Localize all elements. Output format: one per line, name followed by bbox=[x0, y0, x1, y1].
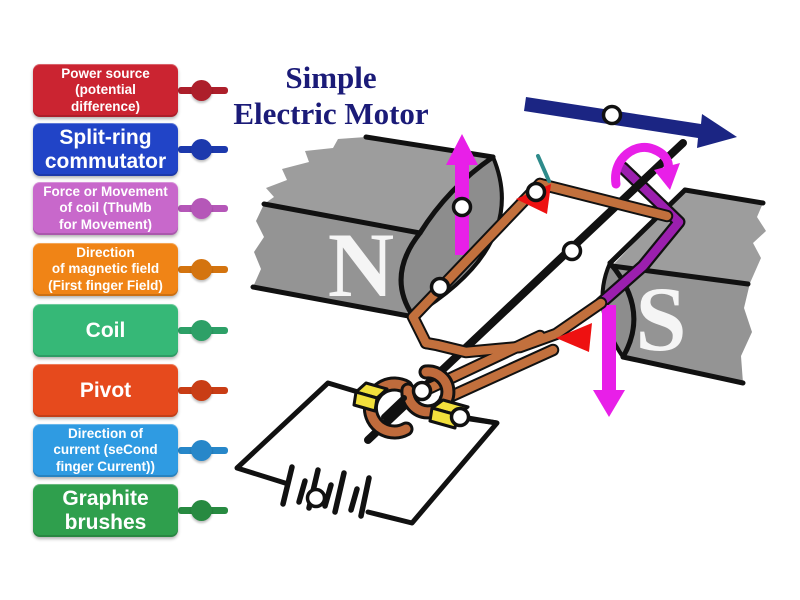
force-arrow-down bbox=[593, 305, 625, 417]
drop-point-force-or-movement[interactable] bbox=[451, 196, 473, 218]
drop-point-magnetic-field[interactable] bbox=[601, 104, 623, 126]
label-power-source[interactable]: Power source (potential difference) bbox=[33, 64, 228, 117]
label-button[interactable]: Power source (potential difference) bbox=[33, 64, 178, 117]
south-magnet-front-face bbox=[610, 263, 752, 383]
label-button[interactable]: Coil bbox=[33, 304, 178, 357]
label-button[interactable]: Split-ring commutator bbox=[33, 123, 178, 176]
north-magnet-letter: N bbox=[328, 214, 394, 316]
drop-point-coil[interactable] bbox=[429, 276, 451, 298]
label-connector-dot[interactable] bbox=[191, 500, 212, 521]
drop-point-power-source[interactable] bbox=[305, 487, 327, 509]
north-magnet-front-face bbox=[253, 204, 420, 316]
label-connector-dot[interactable] bbox=[191, 259, 212, 280]
label-button[interactable]: Direction of magnetic field (First finge… bbox=[33, 243, 178, 296]
rotation-arrow bbox=[611, 143, 680, 190]
label-connector-dot[interactable] bbox=[191, 198, 212, 219]
label-connector-dot[interactable] bbox=[191, 320, 212, 341]
north-magnet: N bbox=[250, 134, 504, 320]
label-button[interactable]: Pivot bbox=[33, 364, 178, 417]
drop-points bbox=[305, 104, 623, 509]
label-button[interactable]: Graphite brushes bbox=[33, 484, 178, 537]
label-current-direction[interactable]: Direction of current (seCond finger Curr… bbox=[33, 424, 228, 477]
label-coil[interactable]: Coil bbox=[33, 304, 228, 357]
label-connector-dot[interactable] bbox=[191, 380, 212, 401]
drop-point-split-ring-commutator[interactable] bbox=[411, 380, 433, 402]
south-magnet-letter: S bbox=[635, 268, 686, 370]
label-connector-dot[interactable] bbox=[191, 139, 212, 160]
label-connector-dot[interactable] bbox=[191, 440, 212, 461]
north-magnet-pole-face bbox=[401, 157, 502, 316]
label-pivot[interactable]: Pivot bbox=[33, 364, 228, 417]
label-split-ring-commutator[interactable]: Split-ring commutator bbox=[33, 123, 228, 176]
teal-mark bbox=[536, 154, 551, 183]
battery-cells bbox=[280, 464, 372, 519]
label-graphite-brushes[interactable]: Graphite brushes bbox=[33, 484, 228, 537]
current-arrow-bottom bbox=[556, 323, 592, 352]
diagram-title-line1: Simple bbox=[285, 60, 376, 95]
hidden-coil-wire bbox=[594, 161, 686, 310]
drop-point-graphite-brushes[interactable] bbox=[449, 406, 471, 428]
label-button[interactable]: Direction of current (seCond finger Curr… bbox=[33, 424, 178, 477]
label-button[interactable]: Force or Movement of coil (ThuMb for Mov… bbox=[33, 182, 178, 235]
drop-point-pivot[interactable] bbox=[561, 240, 583, 262]
label-magnetic-field[interactable]: Direction of magnetic field (First finge… bbox=[33, 243, 228, 296]
coil-wire bbox=[406, 177, 674, 406]
magnetic-field-arrow bbox=[524, 97, 737, 148]
diagram-title-line2: Electric Motor bbox=[233, 96, 429, 131]
label-connector-dot[interactable] bbox=[191, 80, 212, 101]
label-force-or-movement[interactable]: Force or Movement of coil (ThuMb for Mov… bbox=[33, 182, 228, 235]
drop-point-current-direction[interactable] bbox=[525, 181, 547, 203]
